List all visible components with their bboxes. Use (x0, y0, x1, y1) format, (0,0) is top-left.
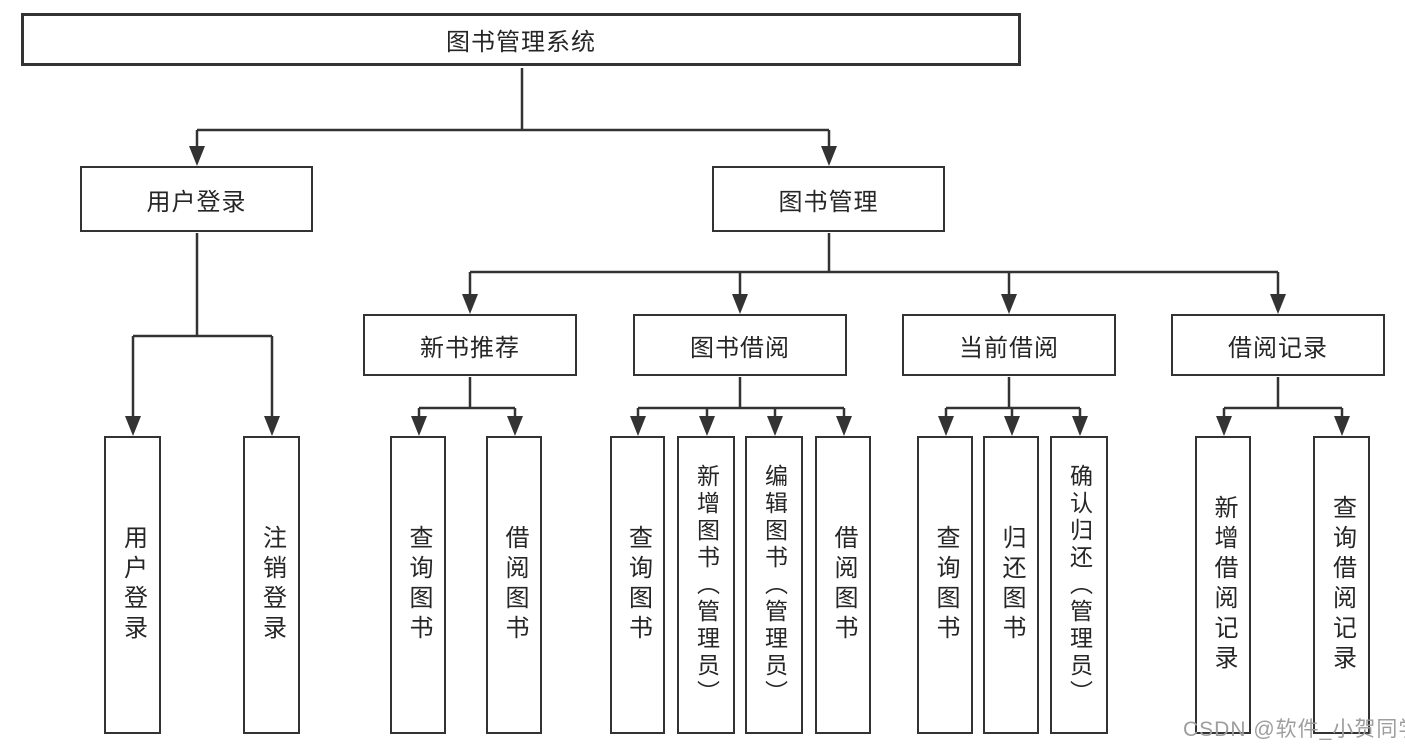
node-root-system: 图书管理系统 (21, 13, 1021, 66)
node-book-borrowing: 图书借阅 (633, 314, 847, 376)
node-book-management-branch-label: 图书管理 (778, 188, 879, 216)
leaf-add-books-admin: 新增图书（管理员） (677, 436, 735, 734)
connector-userlogin-to-leaves (131, 233, 274, 420)
connector-current-to-leaves (944, 377, 1082, 420)
leaf-borrow-books: 借阅图书 (815, 436, 871, 734)
leaf-borrow-books-recommend-label: 借阅图书 (501, 525, 528, 645)
arrowheads-level1 (189, 146, 837, 166)
leaf-return-books-label: 归还图书 (998, 525, 1025, 645)
connector-borrow-to-leaves (636, 377, 846, 420)
node-new-book-recommend: 新书推荐 (363, 314, 577, 376)
leaf-query-books-recommend: 查询图书 (390, 436, 446, 734)
leaf-query-books-borrowing: 查询图书 (610, 436, 665, 734)
leaf-query-books-recommend-label: 查询图书 (405, 525, 432, 645)
csdn-watermark: CSDN @软件_小贺同学 (1183, 718, 1405, 741)
leaf-add-borrow-record-label: 新增借阅记录 (1210, 495, 1237, 675)
leaf-query-books-current: 查询图书 (917, 436, 973, 734)
leaf-logout: 注销登录 (243, 436, 300, 734)
leaf-edit-books-admin: 编辑图书（管理员） (745, 436, 803, 734)
node-current-borrowing: 当前借阅 (902, 314, 1116, 376)
node-current-borrowing-label: 当前借阅 (959, 334, 1059, 362)
leaf-return-books: 归还图书 (983, 436, 1039, 734)
connector-bookmgmt-to-modules (468, 233, 1280, 298)
leaf-logout-label: 注销登录 (258, 525, 286, 645)
leaf-user-login: 用户登录 (104, 436, 161, 734)
node-book-management-branch: 图书管理 (712, 166, 945, 232)
node-borrowing-records: 借阅记录 (1171, 314, 1385, 376)
node-user-login-branch: 用户登录 (80, 166, 313, 232)
connector-newbook-to-leaves (417, 377, 517, 420)
leaf-user-login-label: 用户登录 (119, 525, 147, 645)
node-new-book-recommend-label: 新书推荐 (420, 334, 520, 362)
leaf-add-books-admin-label: 新增图书（管理员） (693, 463, 720, 707)
leaf-query-borrow-record: 查询借阅记录 (1313, 436, 1370, 734)
connector-root-to-branches (195, 68, 831, 152)
arrowheads-level2 (462, 294, 1286, 314)
connector-records-to-leaves (1222, 377, 1344, 420)
node-user-login-branch-label: 用户登录 (146, 188, 247, 216)
leaf-confirm-return-admin-label: 确认归还（管理员） (1066, 463, 1093, 707)
leaf-query-borrow-record-label: 查询借阅记录 (1328, 495, 1356, 675)
leaf-confirm-return-admin: 确认归还（管理员） (1050, 436, 1108, 734)
leaf-add-borrow-record: 新增借阅记录 (1195, 436, 1251, 734)
leaf-query-books-current-label: 查询图书 (932, 525, 959, 645)
leaf-borrow-books-recommend: 借阅图书 (486, 436, 542, 734)
node-book-borrowing-label: 图书借阅 (690, 334, 790, 362)
arrowheads-leaves (125, 416, 1350, 436)
leaf-query-books-borrowing-label: 查询图书 (624, 525, 652, 645)
leaf-borrow-books-label: 借阅图书 (830, 525, 857, 645)
node-borrowing-records-label: 借阅记录 (1228, 334, 1328, 362)
node-root-system-label: 图书管理系统 (446, 29, 596, 56)
leaf-edit-books-admin-label: 编辑图书（管理员） (761, 463, 788, 707)
